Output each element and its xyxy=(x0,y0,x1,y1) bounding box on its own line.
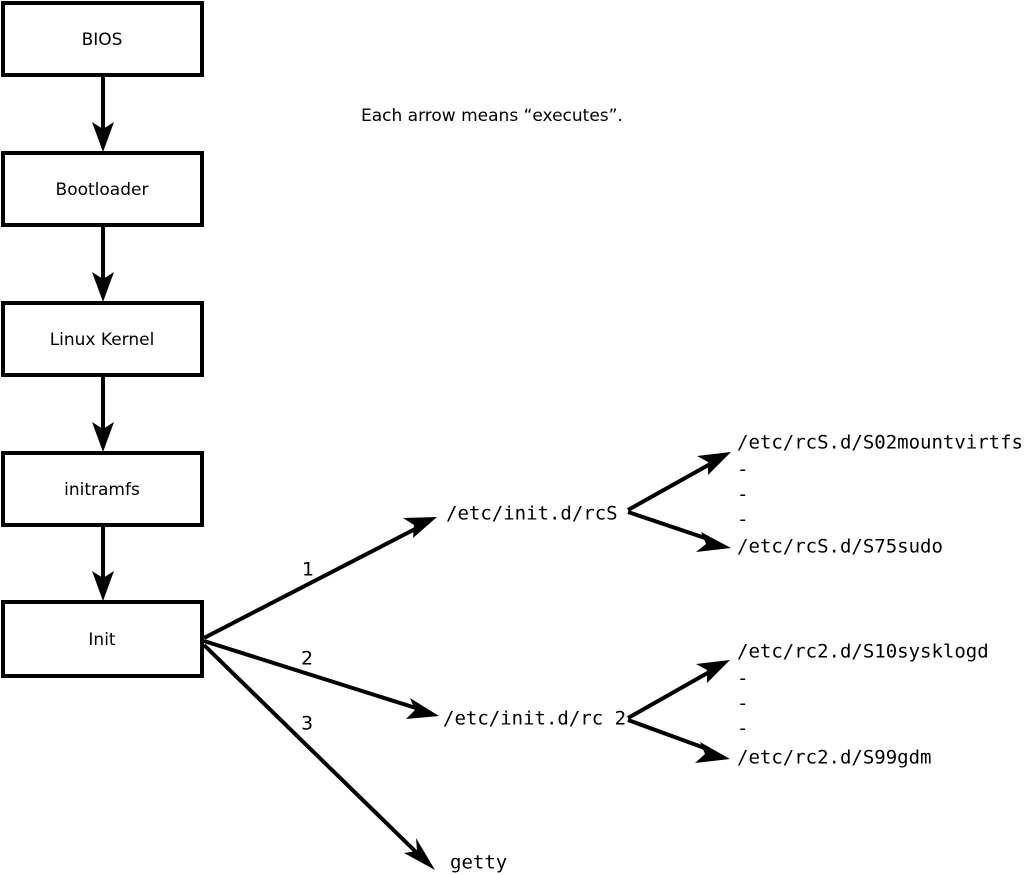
arrow-initramfs-to-init xyxy=(92,526,114,601)
arrow-init-to-rcs xyxy=(203,517,437,640)
node-bootloader[interactable]: Bootloader xyxy=(1,151,204,227)
node-linux-kernel-label: Linux Kernel xyxy=(50,330,155,350)
script-rc2-first[interactable]: /etc/rc2.d/S10sysklogd xyxy=(737,641,989,663)
legend-note: Each arrow means “executes”. xyxy=(361,106,623,126)
script-rcs-ellipsis-2: - xyxy=(737,484,748,506)
node-initramfs-label: initramfs xyxy=(64,480,140,500)
arrow-init-to-rc2 xyxy=(203,639,439,719)
node-init-rect xyxy=(1,600,204,678)
arrow-kernel-to-initramfs xyxy=(92,376,114,452)
node-linux-kernel[interactable]: Linux Kernel xyxy=(1,301,204,377)
script-rcs-first[interactable]: /etc/rcS.d/S02mountvirtfs xyxy=(737,432,1023,454)
arrow-rc2-to-first-script xyxy=(627,660,730,720)
node-bios-rect xyxy=(1,1,204,77)
script-rc2-last[interactable]: /etc/rc2.d/S99gdm xyxy=(737,747,931,769)
node-init[interactable]: Init xyxy=(1,600,204,678)
arrow-rc2-to-last-script xyxy=(627,718,730,763)
arrow-rcs-to-first-script xyxy=(627,452,731,512)
arrow-rcs-to-last-script xyxy=(627,510,731,552)
node-bios[interactable]: BIOS xyxy=(1,1,204,77)
node-bootloader-label: Bootloader xyxy=(56,180,149,200)
script-rc2-ellipsis-2: - xyxy=(737,693,748,715)
script-rcs-ellipsis-3: - xyxy=(737,509,748,531)
node-init-label: Init xyxy=(88,630,116,650)
node-initramfs[interactable]: initramfs xyxy=(1,451,204,527)
branch-label-rc2[interactable]: /etc/init.d/rc 2 xyxy=(443,708,626,730)
node-bios-label: BIOS xyxy=(82,30,123,50)
script-rcs-ellipsis-1: - xyxy=(737,459,748,481)
branch-number-1: 1 xyxy=(302,559,314,581)
script-rc2-ellipsis-3: - xyxy=(737,718,748,740)
arrow-init-to-getty xyxy=(202,643,435,870)
branch-label-getty[interactable]: getty xyxy=(450,852,507,874)
script-rc2-ellipsis-1: - xyxy=(737,668,748,690)
branch-label-rcs[interactable]: /etc/init.d/rcS xyxy=(446,503,618,525)
node-linux-kernel-rect xyxy=(1,301,204,377)
arrow-bios-to-bootloader xyxy=(92,76,114,152)
node-bootloader-rect xyxy=(1,151,204,227)
branch-number-3: 3 xyxy=(301,713,313,735)
branch-number-2: 2 xyxy=(301,648,313,670)
arrow-bootloader-to-kernel xyxy=(92,226,114,302)
script-rcs-last[interactable]: /etc/rcS.d/S75sudo xyxy=(737,536,943,558)
node-initramfs-rect xyxy=(1,451,204,527)
